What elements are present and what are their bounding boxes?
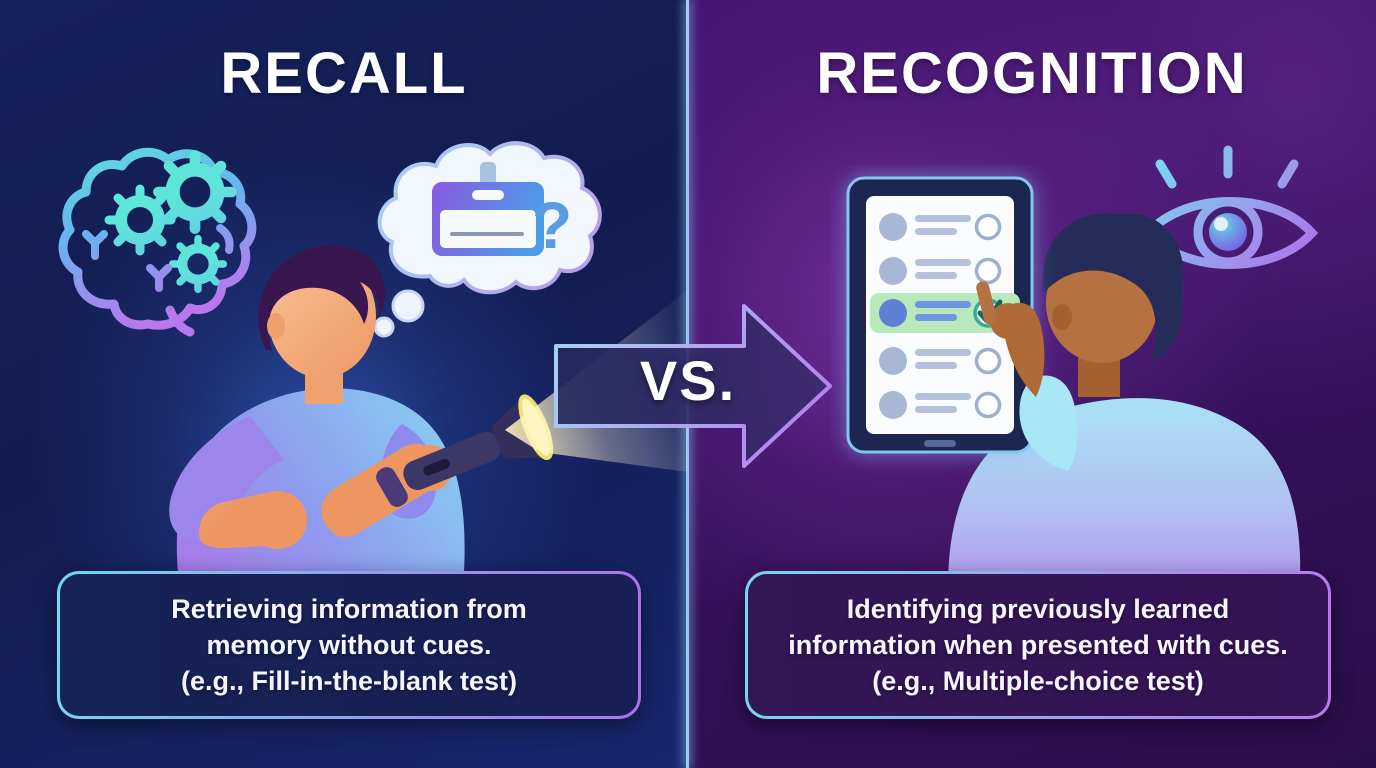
gear-icon: [153, 150, 237, 234]
recall-description-box: Retrieving information from memory witho…: [57, 571, 641, 719]
vs-label: VS.: [639, 349, 737, 412]
eye-icon: [1141, 145, 1319, 269]
person-ear: [1052, 304, 1072, 330]
question-mark: ?: [532, 188, 572, 262]
thought-cloud: ?: [373, 141, 602, 338]
recognition-title: RECOGNITION: [816, 41, 1248, 106]
eye-highlight: [1214, 217, 1228, 231]
person-hair: [1152, 277, 1183, 361]
right-person-illustration: [846, 176, 1301, 580]
recognition-description-line: (e.g., Multiple-choice test): [872, 666, 1204, 696]
checklist-row: [879, 213, 1002, 241]
checklist-row: [879, 257, 1002, 285]
phone-home-bar: [924, 440, 956, 447]
person-ear: [267, 313, 285, 339]
hand-palm: [990, 303, 1026, 339]
pointing-hand: [976, 281, 1078, 471]
person-hair: [1043, 213, 1184, 361]
recognition-description-line: information when presented with cues.: [788, 630, 1288, 660]
checklist-row: [879, 347, 1002, 375]
recognition-description-line: Identifying previously learned: [846, 594, 1230, 624]
eye-ray: [1155, 159, 1177, 189]
brain-gears-icon: [58, 147, 257, 337]
recall-title: RECALL: [220, 41, 468, 106]
eye-ray: [1277, 159, 1299, 189]
gear-icon: [168, 234, 228, 294]
person-fist: [249, 491, 307, 549]
index-finger: [976, 281, 997, 325]
person-arm: [169, 416, 284, 542]
checklist-row: [879, 391, 1002, 419]
thought-bubble: [391, 289, 425, 323]
recall-description-line: memory without cues.: [206, 630, 492, 660]
person-hair: [258, 245, 386, 350]
recall-description-line: (e.g., Fill-in-the-blank test): [181, 666, 517, 696]
wrist-band: [376, 467, 408, 507]
recall-description-line: Retrieving information from: [171, 594, 527, 624]
left-person-illustration: [169, 245, 554, 572]
recognition-description-box: Identifying previously learned informati…: [745, 571, 1331, 719]
name-badge-icon: [432, 162, 544, 256]
person-sleeve: [1019, 375, 1078, 471]
